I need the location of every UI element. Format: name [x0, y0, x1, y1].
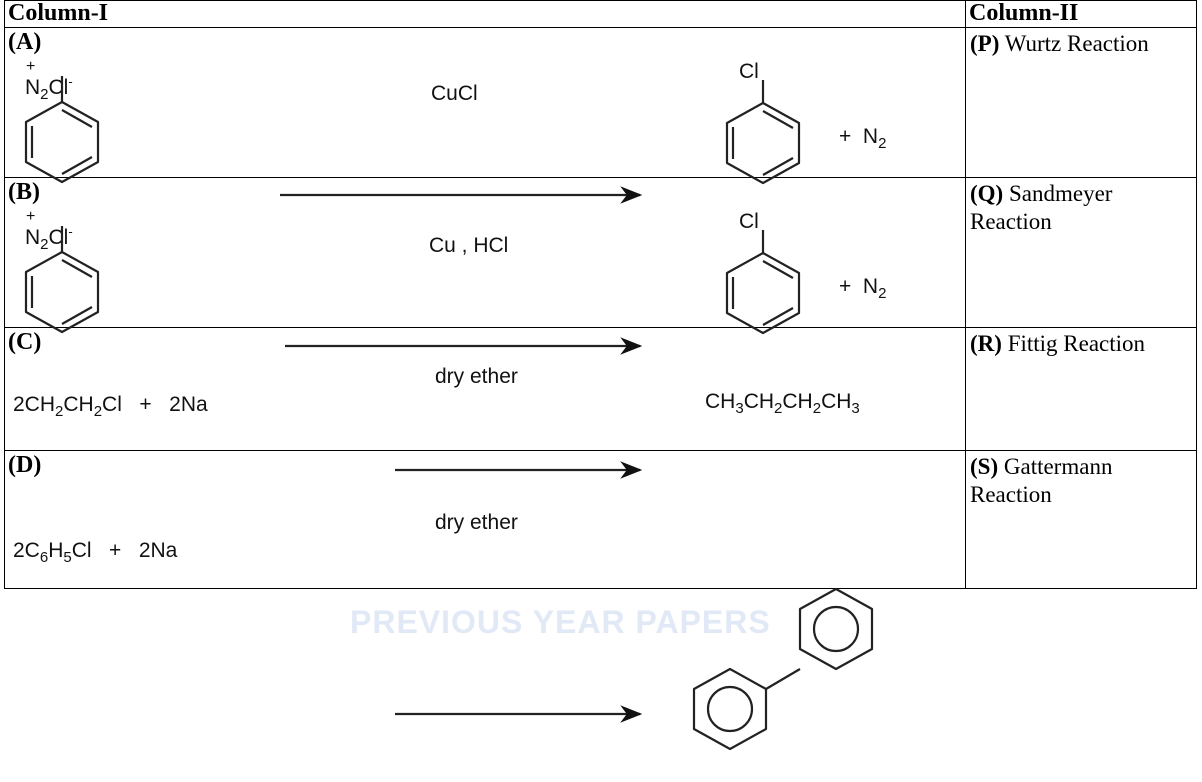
column-1-header: Column-I: [4, 0, 966, 28]
table-row: (C) 2CH2CH2Cl + 2Na dry ether CH3CH2CH2C…: [4, 327, 1197, 451]
match-r-cell: (R) Fittig Reaction: [965, 327, 1197, 451]
product-substituent: Cl: [739, 60, 759, 83]
diazonium-label: N2Cl-: [25, 74, 73, 104]
row-letter: (D): [8, 452, 42, 478]
product-substituent: Cl: [739, 210, 759, 233]
benzene-ring-icon: [725, 230, 801, 335]
reagent-label: Cu , HCl: [429, 234, 509, 257]
benzene-ring-icon: [725, 80, 801, 185]
row-letter: (A): [8, 29, 42, 55]
match-s-cell: (S) Gattermann Reaction: [965, 450, 1197, 589]
byproduct-label: + N2: [839, 125, 887, 153]
match-letter: (P): [970, 31, 1000, 56]
benzene-ring-icon: [24, 76, 100, 184]
table-row: (B) N2Cl- + Cu , HCl Cl + N2 (Q) Sandmey…: [4, 177, 1197, 328]
match-letter: (R): [970, 331, 1002, 356]
match-table: Column-I Column-II (A) N2Cl- + CuCl Cl +…: [4, 0, 1197, 589]
match-name: Sandmeyer Reaction: [970, 181, 1113, 234]
table-row: (A) N2Cl- + CuCl Cl + N2 (P) Wurtz React…: [4, 27, 1197, 178]
table-row: (D) 2C6H5Cl + 2Na dry ether (S) Gatterma…: [4, 450, 1197, 589]
match-letter: (Q): [970, 181, 1004, 206]
reagent-label: dry ether: [435, 511, 518, 534]
reagent-label: CuCl: [431, 82, 478, 105]
reactant-label: 2CH2CH2Cl + 2Na: [13, 393, 208, 421]
biphenyl-icon: [692, 587, 874, 751]
column-2-header: Column-II: [965, 0, 1197, 28]
match-p-cell: (P) Wurtz Reaction: [965, 27, 1197, 178]
reaction-a-cell: (A) N2Cl- + CuCl Cl + N2: [4, 27, 966, 178]
byproduct-label: + N2: [839, 275, 887, 303]
product-label: CH3CH2CH2CH3: [705, 390, 860, 418]
plus-charge: +: [26, 58, 36, 75]
reaction-d-cell: (D) 2C6H5Cl + 2Na dry ether: [4, 450, 966, 589]
match-name: Gattermann Reaction: [970, 454, 1113, 507]
match-letter: (S): [970, 454, 999, 479]
match-q-cell: (Q) Sandmeyer Reaction: [965, 177, 1197, 328]
plus-charge: +: [26, 208, 36, 225]
match-name: Fittig Reaction: [1007, 331, 1146, 356]
reagent-label: dry ether: [435, 365, 518, 388]
reactant-label: 2C6H5Cl + 2Na: [13, 539, 178, 567]
row-letter: (C): [8, 329, 42, 355]
match-name: Wurtz Reaction: [1004, 31, 1149, 56]
diazonium-label: N2Cl-: [25, 224, 73, 254]
benzene-ring-icon: [24, 226, 100, 334]
row-letter: (B): [8, 179, 40, 205]
reaction-c-cell: (C) 2CH2CH2Cl + 2Na dry ether CH3CH2CH2C…: [4, 327, 966, 451]
reaction-b-cell: (B) N2Cl- + Cu , HCl Cl + N2: [4, 177, 966, 328]
